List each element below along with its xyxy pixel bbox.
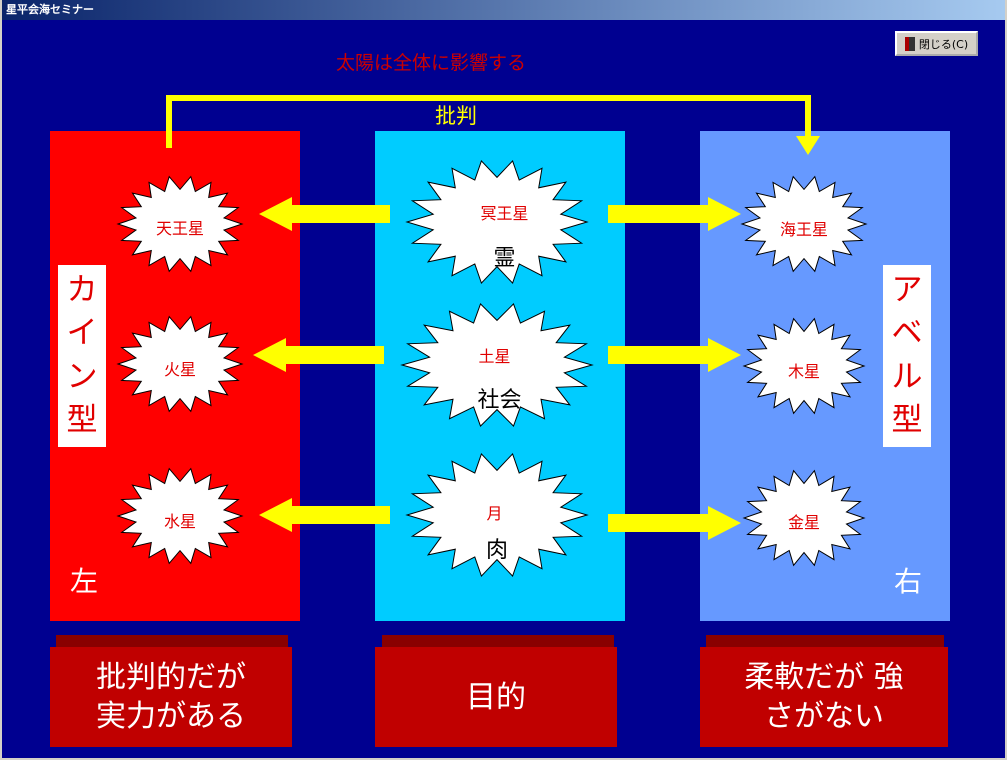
close-button-label: 閉じる(C) xyxy=(918,37,969,51)
star-moon-sub: 肉 xyxy=(485,538,508,563)
right-summary-box: 柔軟だが 強さがない xyxy=(700,647,948,747)
arrow-left-3 xyxy=(259,498,390,532)
center-box-top xyxy=(382,635,614,647)
arrow-left-1 xyxy=(259,197,390,231)
center-summary-box: 目的 xyxy=(375,647,617,747)
star-saturn-sub: 社会 xyxy=(477,388,522,413)
star-mars-label: 火星 xyxy=(163,360,196,379)
star-mercury-label: 水星 xyxy=(163,512,196,531)
top-caption: 太陽は全体に影響する xyxy=(336,52,527,74)
star-saturn-label: 土星 xyxy=(478,347,511,366)
window-title: 星平会海セミナー xyxy=(2,0,1005,20)
right-side-char: 右 xyxy=(894,565,923,598)
star-mars xyxy=(116,315,244,413)
right-box-top xyxy=(706,635,944,647)
arrow-left-2 xyxy=(253,338,384,372)
arrow-right-3 xyxy=(608,506,741,540)
right-type-label: アベル 型 xyxy=(883,265,931,447)
star-neptune xyxy=(740,175,868,273)
star-pluto-label: 冥王星 xyxy=(480,204,529,223)
star-saturn xyxy=(400,302,594,428)
star-moon-label: 月 xyxy=(486,504,503,523)
star-pluto xyxy=(405,159,589,285)
arrow-right-2 xyxy=(608,338,741,372)
star-neptune-label: 海王星 xyxy=(779,220,828,239)
close-button[interactable]: 閉じる(C) xyxy=(895,31,978,56)
star-jupiter-label: 木星 xyxy=(787,362,820,381)
left-box-top xyxy=(56,635,288,647)
left-summary-box: 批判的だが 実力がある xyxy=(50,647,292,747)
star-uranus xyxy=(116,175,244,273)
star-mercury xyxy=(116,467,244,565)
door-icon xyxy=(904,36,915,51)
star-jupiter xyxy=(742,317,866,415)
star-venus xyxy=(742,469,866,567)
left-type-label: カイン 型 xyxy=(58,265,106,447)
star-pluto-sub: 霊 xyxy=(493,246,516,271)
criticism-label: 批判 xyxy=(435,104,477,128)
star-uranus-label: 天王星 xyxy=(155,219,204,238)
left-side-char: 左 xyxy=(70,565,99,598)
star-moon xyxy=(405,452,589,578)
star-venus-label: 金星 xyxy=(787,513,820,532)
arrow-right-1 xyxy=(608,197,741,231)
